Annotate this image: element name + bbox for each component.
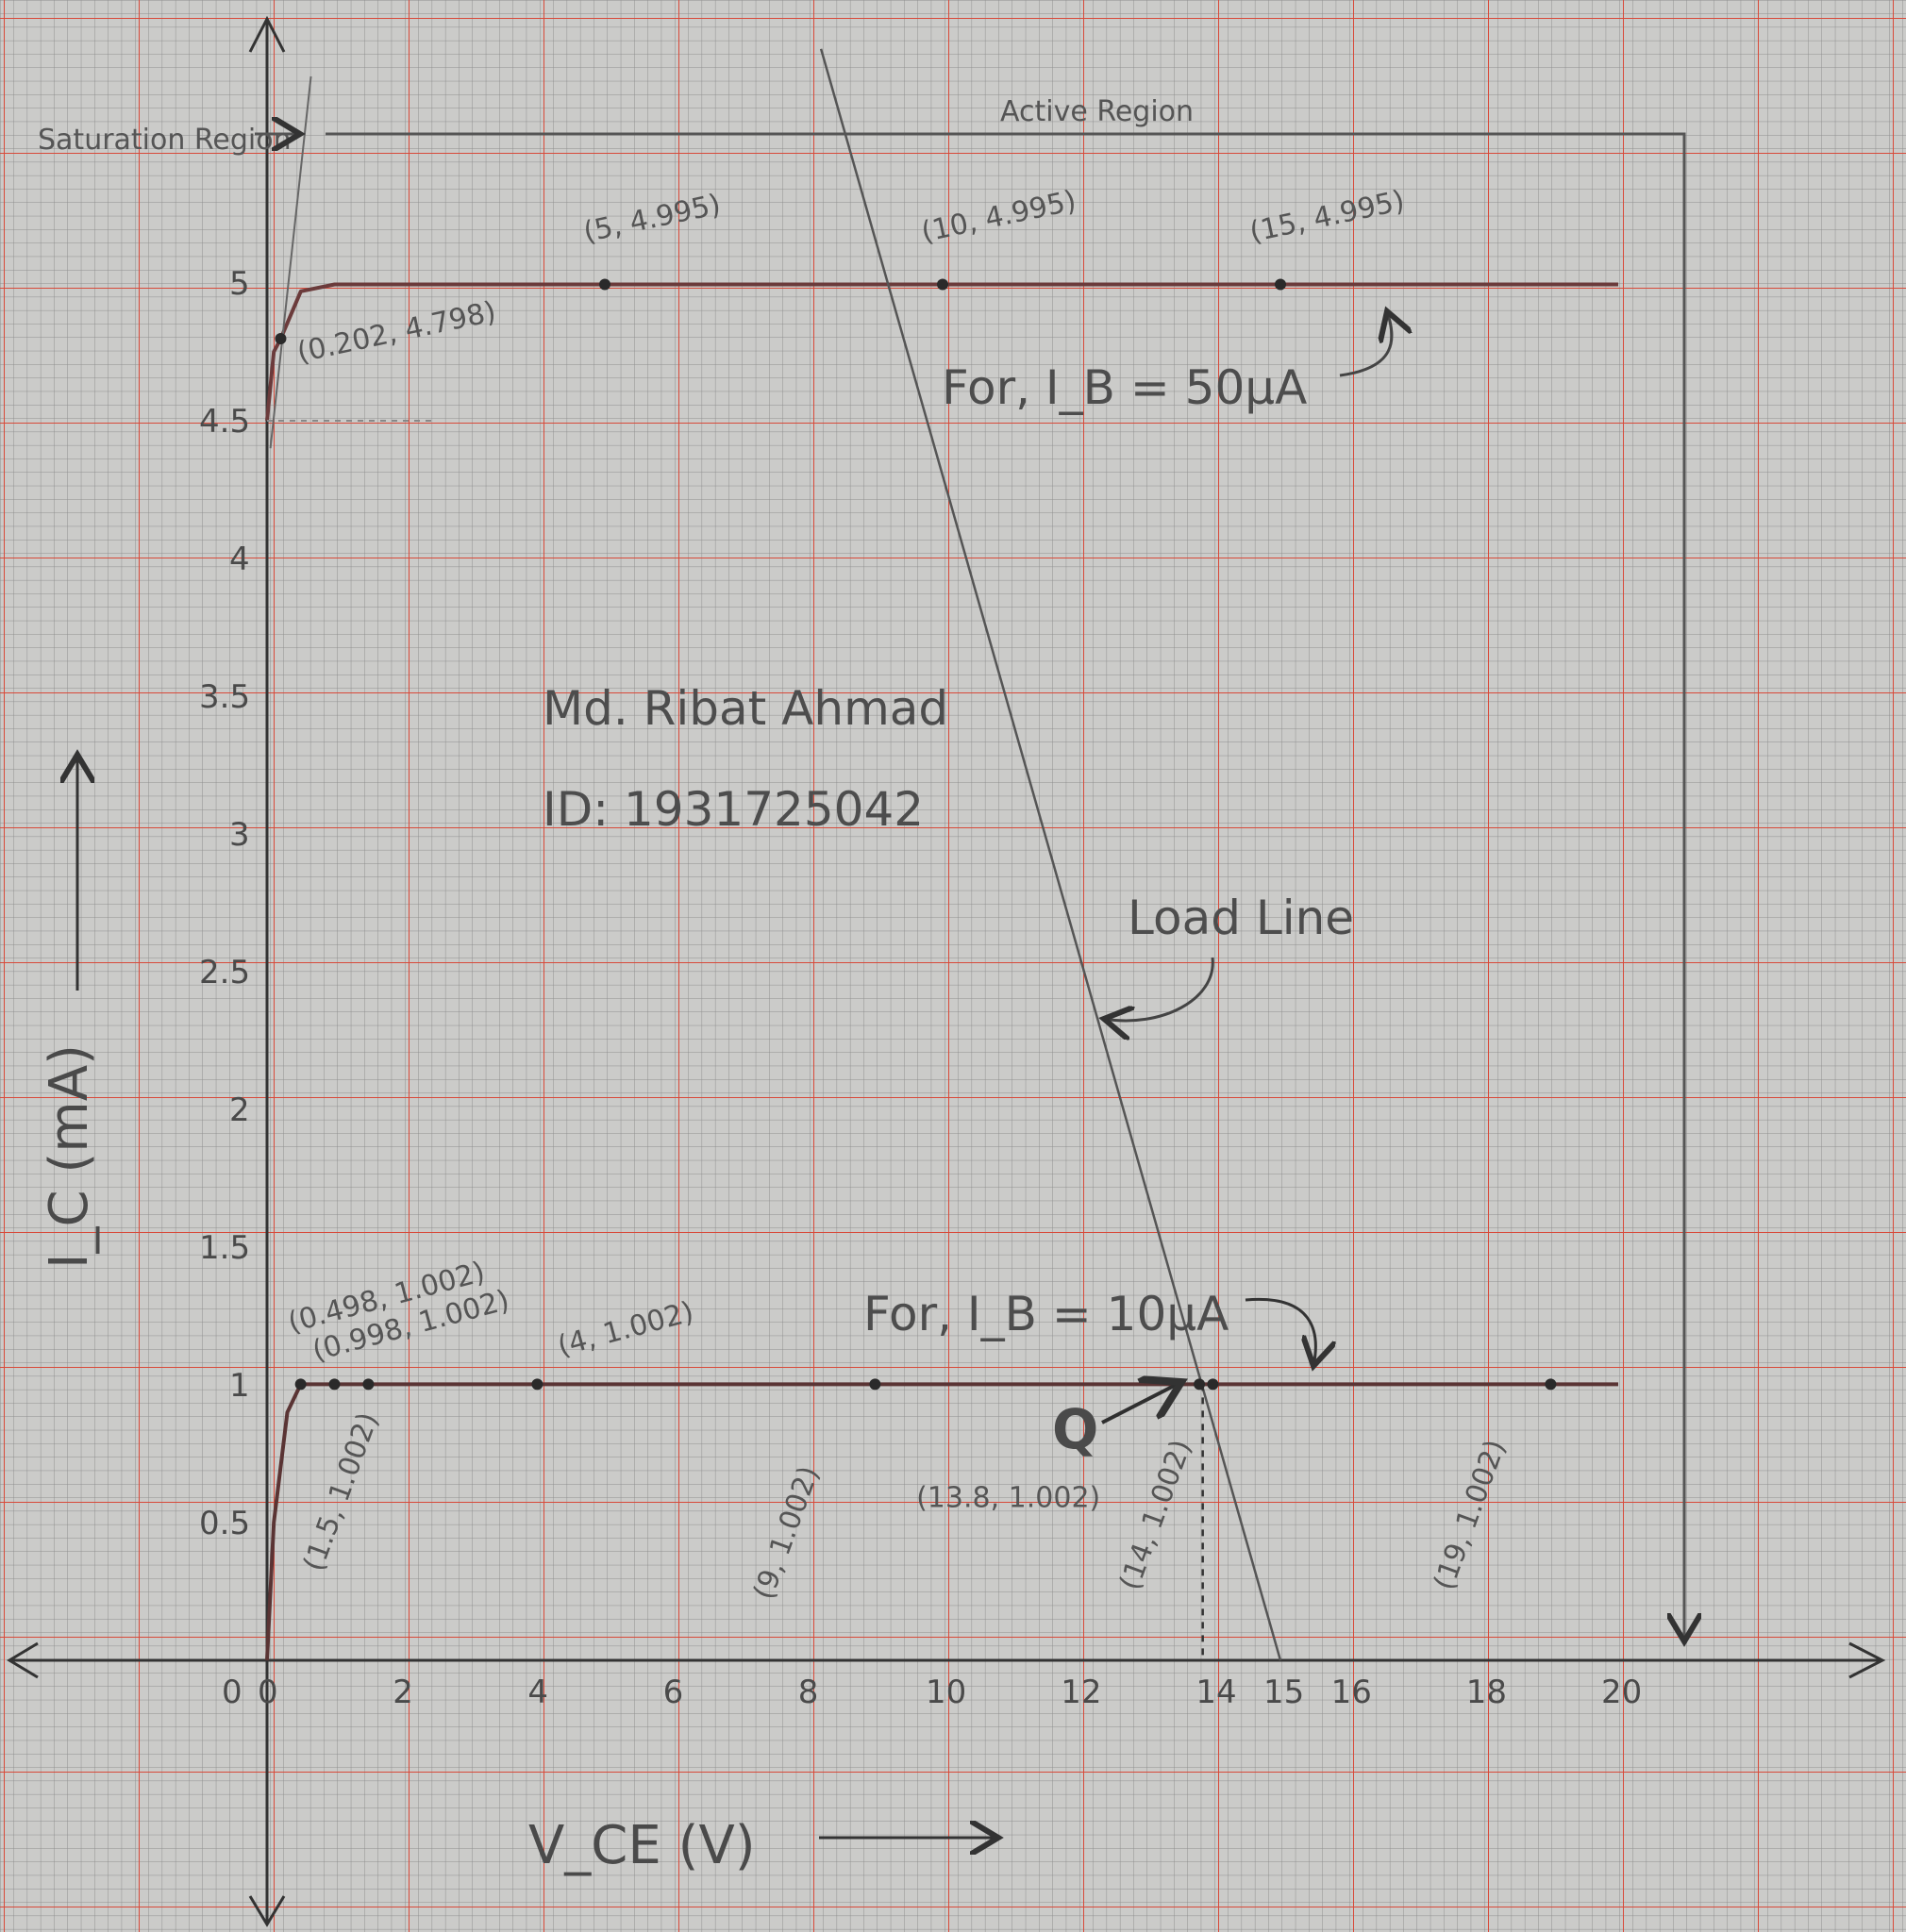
x-tick-label: 6: [663, 1674, 684, 1711]
x-tick-label: 0: [258, 1674, 278, 1711]
x-tick-label: 15: [1263, 1674, 1304, 1711]
x-tick-label: 2: [393, 1674, 413, 1711]
data-point: [328, 1378, 341, 1391]
data-point: [599, 278, 610, 291]
q-point-arrow: [1101, 1382, 1181, 1424]
x-tick-label: 12: [1061, 1674, 1101, 1711]
data-point: [531, 1378, 543, 1391]
series-line: [819, 48, 1282, 1661]
data-points: [275, 278, 1557, 1391]
active-region-bracket: [326, 132, 1684, 1641]
y-tick-label: 2.5: [199, 954, 250, 991]
annotations: Saturation Region Active Region For, I_B…: [38, 95, 1684, 1876]
data-point: [937, 278, 948, 291]
saturation-region-label: Saturation Region: [38, 124, 292, 157]
y-tick-label: 1: [229, 1367, 250, 1405]
active-region-label: Active Region: [1000, 95, 1194, 128]
x-tick-label: 10: [926, 1674, 966, 1711]
data-point: [362, 1378, 375, 1391]
x-tick-label: 8: [798, 1674, 819, 1711]
ib50-curved-arrow: [1339, 311, 1392, 377]
data-point: [869, 1378, 881, 1391]
ib10-curved-arrow: [1245, 1297, 1315, 1366]
ib10-label: For, I_B = 10μA: [863, 1287, 1229, 1341]
x-axis-title: V_CE (V): [528, 1815, 756, 1876]
author-id: ID: 1931725042: [543, 782, 924, 837]
load-line-arrow: [1104, 957, 1214, 1021]
x-tick-label: 14: [1195, 1674, 1236, 1711]
origin-label: 0: [222, 1674, 242, 1711]
y-tick-label: 3.5: [199, 678, 250, 716]
x-tick-label: 20: [1601, 1674, 1642, 1711]
data-point: [294, 1378, 307, 1391]
y-axis-title: I_C (mA): [39, 1044, 100, 1269]
data-point: [1207, 1378, 1219, 1391]
x-tick-label: 16: [1331, 1674, 1372, 1711]
y-tick-label: 4: [229, 541, 250, 578]
load-line-label: Load Line: [1128, 891, 1354, 945]
axes: [7, 15, 1886, 1927]
y-tick-label: 1.5: [199, 1229, 250, 1267]
y-axis-arrowhead: [248, 15, 286, 53]
y-tick-label: 2: [229, 1091, 250, 1129]
x-axis-neg-arrowhead: [7, 1641, 39, 1679]
y-tick-label: 5: [229, 265, 250, 303]
point-label: (13.8, 1.002): [916, 1481, 1100, 1514]
x-tick-label: 4: [527, 1674, 548, 1711]
data-point: [275, 332, 287, 344]
data-point: [1194, 1378, 1206, 1391]
y-tick-label: 3: [229, 816, 250, 854]
data-point: [1275, 278, 1286, 291]
ib50-label: For, I_B = 50μA: [942, 360, 1307, 415]
x-tick-label: 18: [1466, 1674, 1507, 1711]
q-point-label: Q: [1052, 1397, 1098, 1461]
y-axis-neg-arrowhead: [248, 1895, 286, 1927]
y-tick-label: 4.5: [199, 403, 250, 441]
author-name: Md. Ribat Ahmad: [543, 681, 948, 736]
data-point: [1545, 1378, 1557, 1391]
tick-labels: 0 2 4 6 8 10 12 14 15 16 18 20 0.5 1 1.5 2 2.5 3 3.5 4 4.5 5: [199, 265, 1642, 1711]
y-tick-label: 0.5: [199, 1505, 250, 1542]
series-line: [265, 282, 1618, 422]
x-axis-arrowhead: [1848, 1641, 1886, 1679]
